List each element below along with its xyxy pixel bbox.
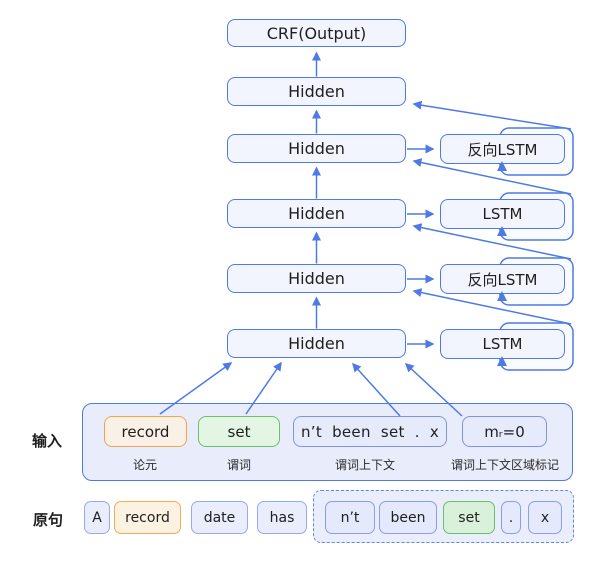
hidden-box-1: Hidden: [227, 77, 406, 106]
sentence-section-label: 原句: [33, 511, 64, 529]
hidden-box-4: Hidden: [227, 264, 406, 293]
context-token: .: [501, 501, 521, 534]
input-token-argument: record: [104, 416, 187, 447]
input-section-label: 输入: [32, 432, 63, 450]
context-token: been: [379, 501, 437, 534]
input-token-context: n’t been set . x: [293, 416, 447, 447]
input-token-predicate: set: [198, 416, 280, 447]
context-token: n’t: [325, 501, 375, 534]
lstm-box-2: LSTM: [440, 329, 565, 359]
context-token-predicate: set: [443, 501, 495, 534]
sentence-token-argument: record: [114, 501, 181, 534]
caption-region-mark: 谓词上下文区域标记: [450, 458, 559, 472]
input-token-region-mark: mᵣ=0: [462, 416, 547, 447]
context-token: x: [528, 501, 562, 534]
sentence-token: date: [191, 501, 248, 534]
backward-lstm-box-1: 反向LSTM: [440, 134, 565, 164]
sentence-token: A: [84, 501, 110, 534]
sentence-token: has: [257, 501, 307, 534]
backward-lstm-box-2: 反向LSTM: [440, 264, 565, 294]
caption-context: 谓词上下文: [334, 458, 395, 472]
hidden-box-2: Hidden: [227, 134, 406, 163]
lstm-box-1: LSTM: [440, 199, 565, 229]
hidden-box-5: Hidden: [227, 329, 406, 358]
hidden-box-3: Hidden: [227, 199, 406, 228]
caption-argument: 论元: [132, 458, 157, 472]
caption-predicate: 谓词: [226, 458, 251, 472]
crf-output-box: CRF(Output): [227, 19, 406, 47]
